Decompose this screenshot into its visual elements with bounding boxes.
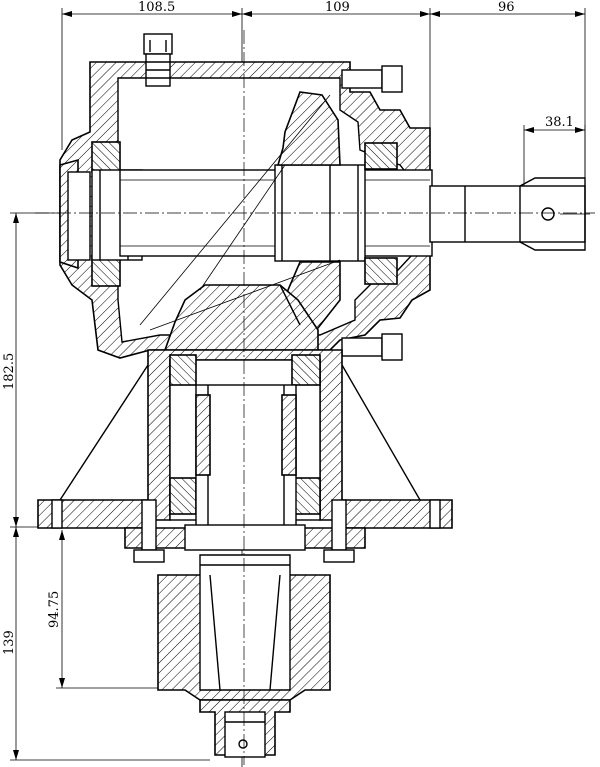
flange-bolt-left <box>133 499 165 563</box>
pitch-lines <box>139 94 341 331</box>
dim-lower-outer: 139 <box>2 630 17 655</box>
housing-bolt-bottom <box>341 333 403 361</box>
dim-left-vertical: 182.5 <box>2 353 17 390</box>
flange-bolt-right <box>323 499 355 563</box>
vertical-neck <box>147 349 343 536</box>
dim-top-middle: 109 <box>325 0 350 15</box>
right-bearing <box>364 142 398 285</box>
dim-top-left: 108.5 <box>138 0 175 15</box>
support-ribs <box>59 364 421 501</box>
housing-bolt-top <box>341 65 403 93</box>
dim-top-right: 96 <box>498 0 515 15</box>
output-shaft-tip <box>199 699 291 758</box>
dim-lower-inner: 94.75 <box>47 591 62 628</box>
mounting-flange <box>37 499 453 551</box>
bevel-gear-upper <box>276 91 341 331</box>
bevel-pinion <box>163 284 319 351</box>
breather-plug <box>143 33 173 87</box>
dim-shaft-diameter: 38.1 <box>545 115 574 130</box>
